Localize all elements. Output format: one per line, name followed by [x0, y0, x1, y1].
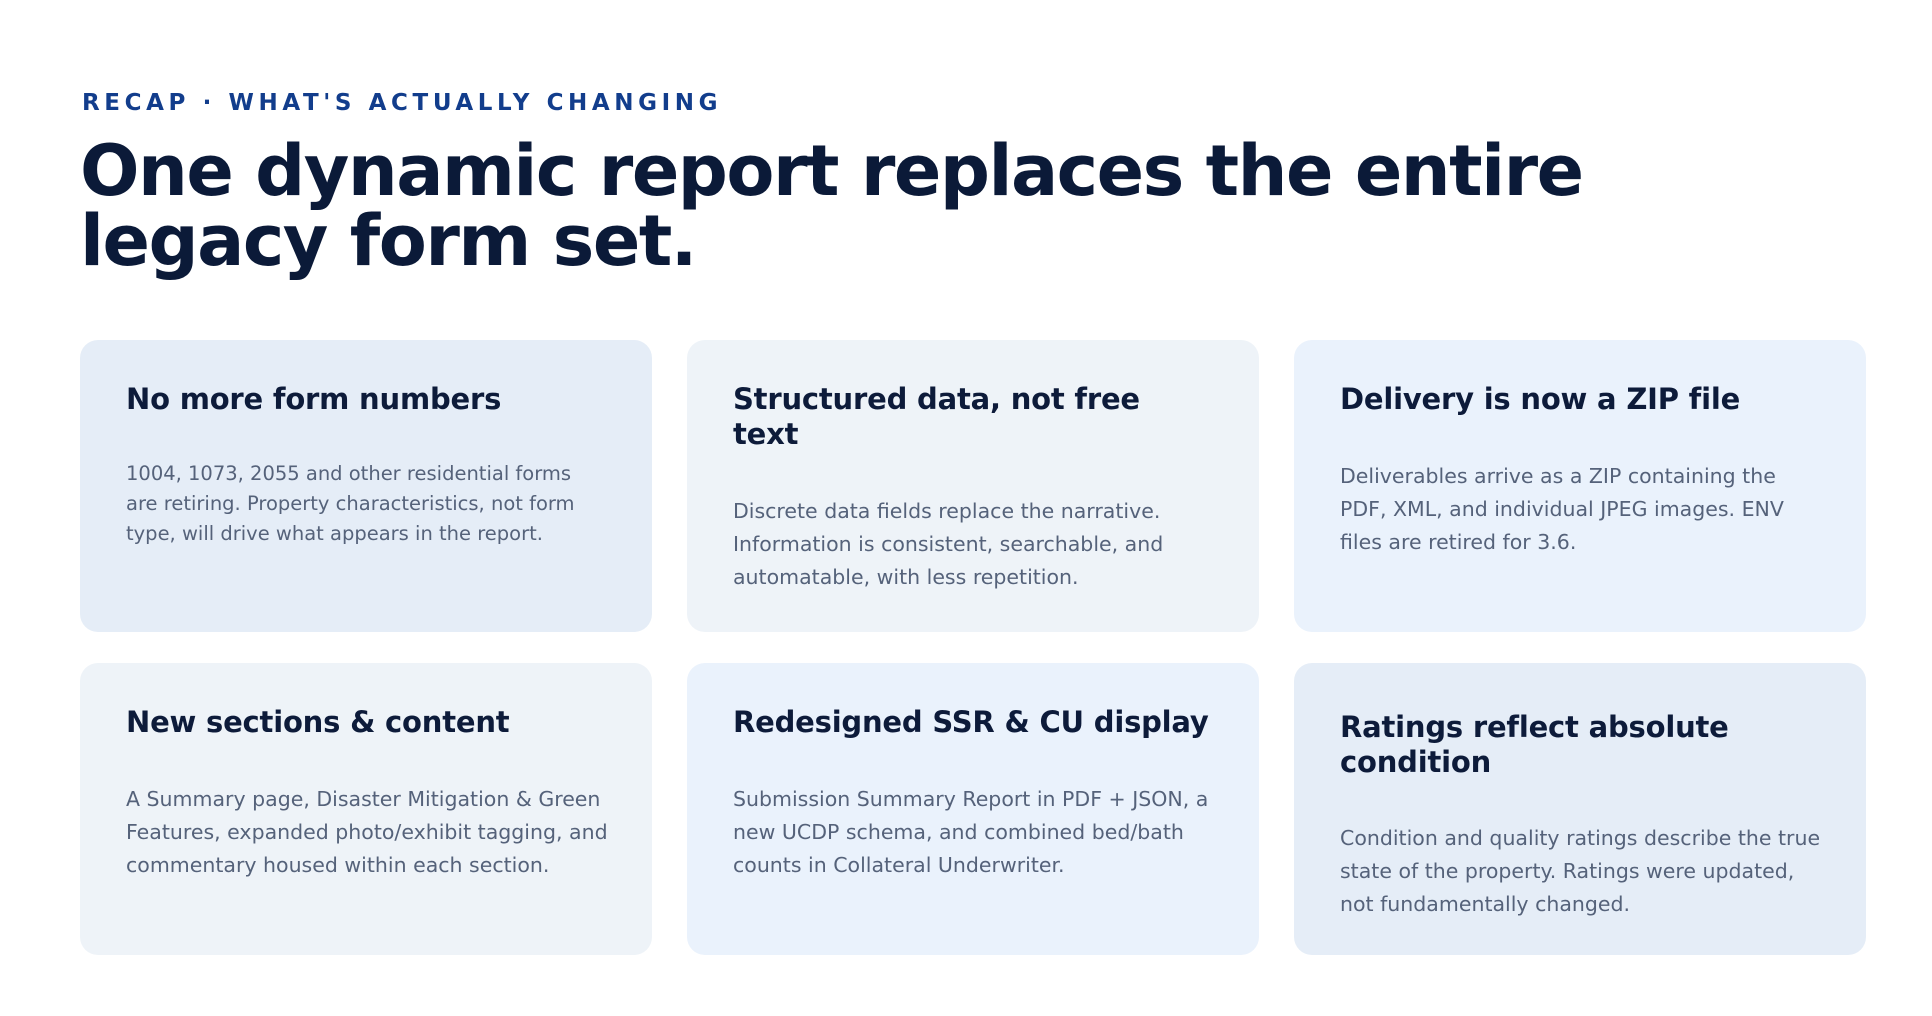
card-body: Submission Summary Report in PDF + JSON,… — [733, 787, 1209, 877]
page-title: One dynamic report replaces the entire l… — [80, 130, 1584, 282]
card-ssr-cu-display: Redesigned SSR & CU display Submission S… — [687, 663, 1259, 955]
card-title: Redesigned SSR & CU display — [733, 705, 1209, 739]
card-title: Ratings reflect absolute condition — [1340, 710, 1729, 779]
card-title: Delivery is now a ZIP file — [1340, 382, 1741, 416]
card-new-sections: New sections & content A Summary page, D… — [80, 663, 652, 955]
card-title: No more form numbers — [126, 382, 502, 416]
section-eyebrow: RECAP · WHAT'S ACTUALLY CHANGING — [82, 90, 723, 116]
card-body: Condition and quality ratings describe t… — [1340, 826, 1821, 916]
card-body: Discrete data fields replace the narrati… — [733, 499, 1164, 589]
card-no-more-form-numbers: No more form numbers 1004, 1073, 2055 an… — [80, 340, 652, 632]
card-title: New sections & content — [126, 705, 510, 739]
card-ratings-condition: Ratings reflect absolute condition Condi… — [1294, 663, 1866, 955]
card-body: 1004, 1073, 2055 and other residential f… — [126, 462, 575, 545]
card-body: Deliverables arrive as a ZIP containing … — [1340, 464, 1784, 554]
card-zip-delivery: Delivery is now a ZIP file Deliverables … — [1294, 340, 1866, 632]
card-body: A Summary page, Disaster Mitigation & Gr… — [126, 787, 608, 877]
card-title: Structured data, not free text — [733, 382, 1140, 451]
card-structured-data: Structured data, not free text Discrete … — [687, 340, 1259, 632]
